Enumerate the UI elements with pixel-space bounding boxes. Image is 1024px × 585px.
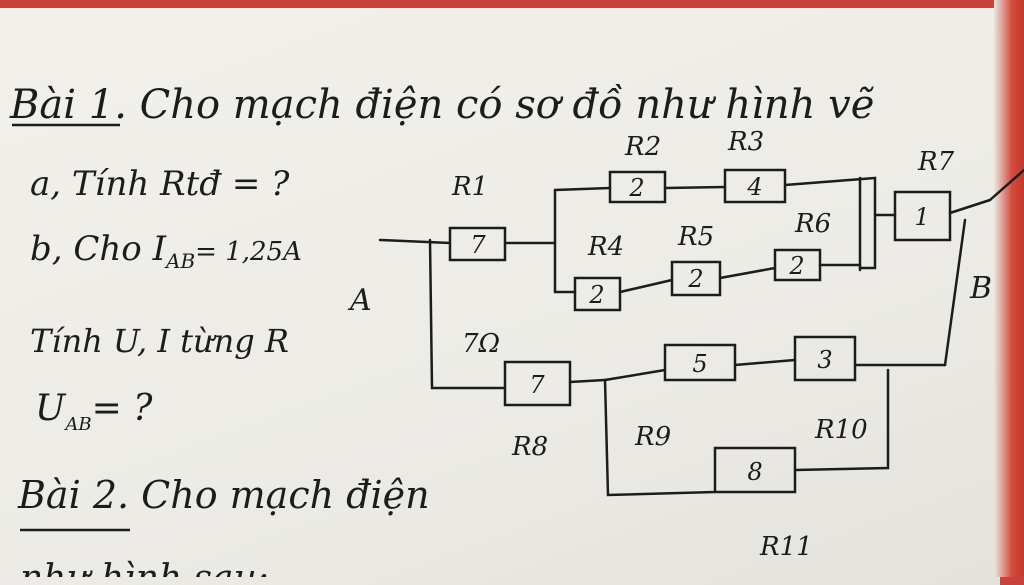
r3-value: 4 xyxy=(746,173,762,201)
r1-value: 7 xyxy=(470,231,486,259)
r11-value: 8 xyxy=(747,458,762,486)
resistor-r4 xyxy=(573,276,622,312)
resistor-r9 xyxy=(663,343,737,382)
problem2-title: Bài 2. Cho mạch điện xyxy=(17,473,430,517)
r10-label: R10 xyxy=(814,415,868,445)
uab-question: UAB= ? xyxy=(35,388,153,435)
r6-value: 2 xyxy=(788,252,804,280)
wires xyxy=(378,168,1024,497)
table-edge xyxy=(994,0,1024,577)
resistor-r2 xyxy=(608,170,667,204)
problem-text: Bài 1. Cho mạch điện có sơ đồ như hình v… xyxy=(9,82,874,577)
resistor-r5 xyxy=(670,260,722,297)
resistor-r1 xyxy=(448,226,507,262)
resistor-r6 xyxy=(773,248,822,282)
r3-label: R3 xyxy=(727,127,764,157)
node-a-label: A xyxy=(347,283,372,318)
resistor-r3 xyxy=(723,168,787,204)
r10-value: 3 xyxy=(817,346,832,374)
part-a: a, Tính Rtđ = ? xyxy=(30,164,290,204)
r6-label: R6 xyxy=(794,209,831,239)
r5-label: R5 xyxy=(677,222,714,252)
r7-label: R7 xyxy=(917,147,955,177)
resistor-values: 7 2 4 2 2 2 1 7 5 3 8 xyxy=(470,173,929,486)
r11-label: R11 xyxy=(759,532,813,562)
r9-label: R9 xyxy=(634,422,671,452)
r7-value: 1 xyxy=(914,203,929,231)
r2-value: 2 xyxy=(628,174,644,202)
r1-label: R1 xyxy=(451,172,488,202)
resistor-r8 xyxy=(503,360,572,407)
problem2-line2: như hình sau: xyxy=(20,558,269,577)
problem1-title: Bài 1. Cho mạch điện có sơ đồ như hình v… xyxy=(9,82,874,128)
resistor-r7 xyxy=(893,190,952,242)
node-b-label: B xyxy=(969,271,992,306)
r2-label: R2 xyxy=(624,132,661,162)
resistor-labels: R1 R2 R3 R4 R5 R6 R7 R8 R9 R10 R11 7Ω A … xyxy=(347,127,992,562)
r9-value: 5 xyxy=(692,350,707,378)
part-b: b, Cho IAB= 1,25A xyxy=(30,229,302,273)
resistor-r10 xyxy=(793,335,857,382)
part-b-question: Tính U, I từng R xyxy=(30,322,289,360)
r4-label: R4 xyxy=(587,232,624,262)
resistor-boxes xyxy=(448,168,952,494)
paper-background xyxy=(0,8,1000,585)
r8-note: 7Ω xyxy=(462,329,500,359)
r5-value: 2 xyxy=(687,265,703,293)
r4-value: 2 xyxy=(588,281,604,309)
r8-label: R8 xyxy=(511,432,548,462)
resistor-r11 xyxy=(713,446,797,494)
r8-value: 7 xyxy=(529,371,545,399)
